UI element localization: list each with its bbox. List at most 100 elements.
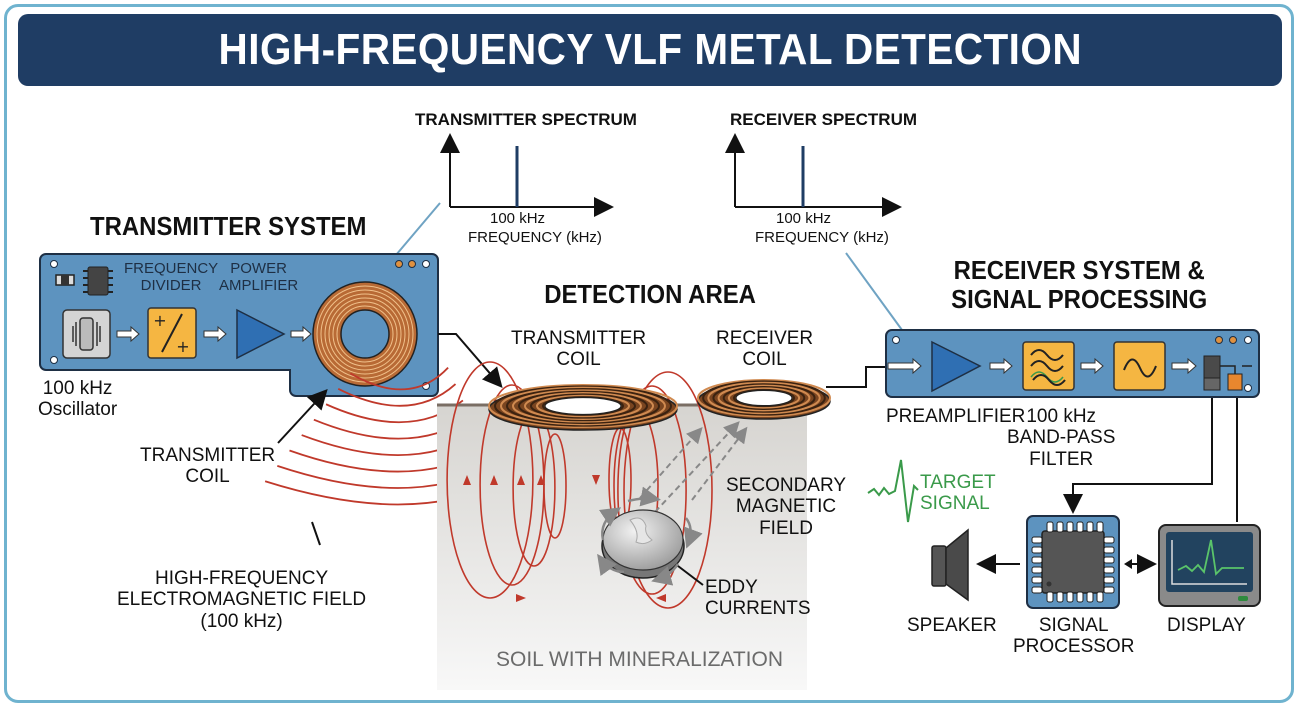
field-arrow xyxy=(656,594,666,602)
detection-area-heading: DETECTION AREA xyxy=(544,279,756,309)
field-arrow xyxy=(537,475,545,485)
svg-text:+: + xyxy=(176,337,189,356)
label-line: FIELD xyxy=(759,517,813,539)
arrow-icon xyxy=(887,357,922,375)
receiver-panel xyxy=(885,329,1260,398)
oscillator-label: 100 kHz Oscillator xyxy=(38,378,117,421)
rx-spectrum-title: RECEIVER SPECTRUM xyxy=(730,110,918,129)
display-monitor-icon xyxy=(1158,524,1261,607)
speaker-icon xyxy=(931,528,969,602)
label-line: FREQUENCY xyxy=(124,260,219,277)
tx-spectrum-connector xyxy=(395,202,441,256)
field-arrow xyxy=(516,594,526,602)
title-banner: HIGH-FREQUENCY VLF METAL DETECTION xyxy=(18,14,1282,86)
label-line: COIL xyxy=(742,349,787,371)
band-pass-filter-block xyxy=(1022,341,1075,391)
em-field-label: HIGH-FREQUENCY ELECTROMAGNETIC FIELD (10… xyxy=(117,568,366,632)
label-line: TRANSMITTER xyxy=(511,328,647,349)
eddy-pointer xyxy=(677,565,704,586)
label-line: SIGNAL PROCESSING xyxy=(951,284,1208,315)
transmitter-coil-label: TRANSMITTER COIL xyxy=(140,445,275,488)
rx-spectrum-peak-label: 100 kHz xyxy=(776,210,832,227)
crystal-icon xyxy=(79,317,94,351)
speaker-label: SPEAKER xyxy=(907,615,997,636)
field-line-loop xyxy=(617,385,687,595)
receiver-heading: RECEIVER SYSTEM & SIGNAL PROCESSING xyxy=(951,255,1208,315)
label-line: COIL xyxy=(185,466,230,488)
em-wave-arc xyxy=(349,366,449,391)
field-arrow xyxy=(490,475,498,485)
field-arrow xyxy=(517,475,525,485)
field-line-loop xyxy=(446,361,534,599)
transmitter-search-coil xyxy=(488,384,678,431)
label-line: HIGH-FREQUENCY xyxy=(155,568,329,589)
secondary-field-arrows xyxy=(639,421,748,513)
arrow-icon xyxy=(989,357,1013,375)
page-title: HIGH-FREQUENCY VLF METAL DETECTION xyxy=(218,25,1082,74)
power-amplifier-label: POWER AMPLIFIER xyxy=(219,260,299,295)
label-line: ELECTROMAGNETIC FIELD xyxy=(117,589,367,611)
preamplifier-label: PREAMPLIFIER xyxy=(886,406,1026,427)
tx-coil-pointer xyxy=(277,389,328,444)
arrow-icon xyxy=(1171,357,1197,375)
arrow-icon xyxy=(116,325,140,343)
svg-text:+: + xyxy=(153,311,166,330)
tx-spectrum-axis-label: FREQUENCY (kHz) xyxy=(468,229,602,246)
primary-field-lines xyxy=(446,361,713,609)
band-pass-filter-label: 100 kHz BAND-PASS FILTER xyxy=(1007,406,1115,470)
power-amplifier-icon xyxy=(236,308,286,360)
target-signal-waveform xyxy=(867,459,919,523)
label-line: SECONDARY xyxy=(726,475,847,496)
field-arrow xyxy=(463,475,471,485)
em-wave-arc xyxy=(337,383,457,407)
label-line: FILTER xyxy=(1029,448,1094,470)
em-field-pointer xyxy=(311,521,321,546)
label-line: Oscillator xyxy=(38,399,118,421)
rx-spectrum-connector xyxy=(845,252,903,331)
label-line: PROCESSOR xyxy=(1013,636,1135,658)
tx-coil-wire xyxy=(438,333,503,389)
label-line: RECEIVER SYSTEM & xyxy=(953,255,1205,285)
transmitter-spectrum-chart xyxy=(440,133,614,217)
frequency-divider-label: FREQUENCY DIVIDER xyxy=(124,260,219,295)
target-signal-label: TARGET SIGNAL xyxy=(920,472,996,515)
label-line: CURRENTS xyxy=(705,598,811,620)
oscillator-block xyxy=(62,309,111,359)
field-line-loop xyxy=(623,371,713,609)
rx-spectrum-axis-label: FREQUENCY (kHz) xyxy=(755,229,889,246)
demodulator-block xyxy=(1113,341,1166,391)
label-line: TARGET xyxy=(920,472,996,493)
label-line: 100 kHz xyxy=(42,378,113,399)
signal-processor-chip xyxy=(1026,515,1120,609)
transmitter-panel: + + xyxy=(39,253,439,397)
field-line-loop xyxy=(543,433,567,539)
metal-coin-target xyxy=(601,509,685,579)
label-line: EDDY xyxy=(705,577,758,598)
tx-spectrum-peak-label: 100 kHz xyxy=(490,210,546,227)
frequency-divider-block: + + xyxy=(147,307,197,359)
processor-wire xyxy=(1063,398,1213,514)
display-waveform xyxy=(1177,539,1244,576)
transmitter-heading: TRANSMITTER SYSTEM xyxy=(90,211,367,241)
label-line: RECEIVER xyxy=(716,328,814,349)
label-line: MAGNETIC xyxy=(735,496,837,518)
label-line: TRANSMITTER xyxy=(140,445,276,466)
label-line: SIGNAL xyxy=(920,493,990,515)
display-label: DISPLAY xyxy=(1167,615,1246,636)
arrow-icon xyxy=(1080,357,1104,375)
label-line: (100 kHz) xyxy=(200,610,283,632)
ic-chip-icon xyxy=(83,266,113,296)
tx-spectrum-title: TRANSMITTER SPECTRUM xyxy=(415,110,637,129)
soil-label: SOIL WITH MINERALIZATION xyxy=(496,648,784,671)
field-arrow xyxy=(592,475,600,485)
label-line: BAND-PASS xyxy=(1007,427,1116,449)
label-line: COIL xyxy=(556,349,601,371)
sine-wave-icon xyxy=(1123,358,1157,378)
preamplifier-icon xyxy=(931,340,982,393)
label-line: DIVIDER xyxy=(140,276,202,294)
label-line: AMPLIFIER xyxy=(219,276,299,294)
receiver-spectrum-chart xyxy=(725,133,902,217)
secondary-field-label: SECONDARY MAGNETIC FIELD xyxy=(726,475,846,539)
rx-coil-wire xyxy=(826,366,888,388)
